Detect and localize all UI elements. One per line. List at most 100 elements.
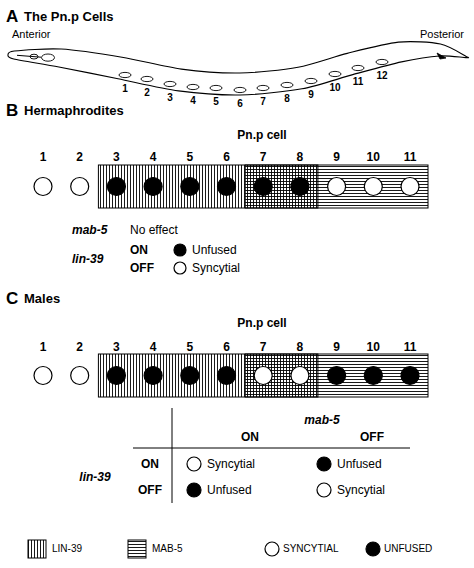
pnp-nucleus xyxy=(329,71,341,76)
cell-number: 5 xyxy=(213,97,219,107)
mab5-domain xyxy=(245,354,428,397)
panel-title: Males xyxy=(24,292,60,305)
mab5-domain-bg xyxy=(245,165,428,208)
cell-number: 1 xyxy=(40,341,47,353)
panel-letter: B xyxy=(6,102,18,119)
cell-number: 10 xyxy=(367,341,380,353)
syncytial-symbol xyxy=(174,262,186,274)
pnp-nucleus xyxy=(352,65,364,70)
cell-number: 3 xyxy=(113,341,120,353)
legend-label: UNFUSED xyxy=(384,544,432,554)
cell-number: 5 xyxy=(186,151,193,163)
pnp-cells xyxy=(119,59,388,92)
legend-swatch xyxy=(128,540,146,558)
cell-number: 7 xyxy=(260,97,266,107)
syncytial-symbol xyxy=(317,483,331,497)
direction-label: Anterior xyxy=(12,29,51,40)
cell-number: 7 xyxy=(260,341,267,353)
cell-number: 4 xyxy=(150,341,157,353)
unfused-symbol xyxy=(174,244,186,256)
cell-number: 7 xyxy=(260,151,267,163)
cell-row xyxy=(34,354,428,397)
cell-number: 2 xyxy=(144,88,150,98)
pnp-nucleus xyxy=(376,59,388,64)
legend xyxy=(28,540,380,558)
pnp-nucleus xyxy=(210,85,222,90)
cell-number: 5 xyxy=(186,341,193,353)
table-rule xyxy=(172,408,173,503)
cell-circle xyxy=(181,178,199,196)
cell-circle xyxy=(254,178,272,196)
axis-title: Pn.p cell xyxy=(237,129,286,141)
cell-circle xyxy=(107,367,125,385)
table-rule xyxy=(133,448,410,449)
cell-number: 10 xyxy=(329,83,340,93)
cell-number: 1 xyxy=(40,151,47,163)
cell-circle xyxy=(401,178,419,196)
cell-circle xyxy=(291,367,309,385)
panel-letter: C xyxy=(6,290,18,307)
cell-circle xyxy=(34,178,52,196)
cell-number: 6 xyxy=(223,151,230,163)
table-cell: Syncytial xyxy=(337,484,385,496)
pnp-nucleus xyxy=(305,78,317,83)
cell-circle xyxy=(401,367,419,385)
state-label: ON xyxy=(130,244,148,256)
panel-title: Hermaphrodites xyxy=(24,104,124,117)
cell-number: 9 xyxy=(308,90,314,100)
cell-circle xyxy=(144,178,162,196)
pnp-nucleus xyxy=(119,72,131,77)
fate-label: Unfused xyxy=(192,244,237,256)
cell-number: 8 xyxy=(297,341,304,353)
state-label: ON xyxy=(241,431,259,443)
legend-swatch xyxy=(128,540,146,558)
cell-number: 1 xyxy=(122,84,128,94)
cell-number: 2 xyxy=(76,341,83,353)
cell-number: 10 xyxy=(367,151,380,163)
lin39-domain-border xyxy=(98,165,318,208)
legend-swatch xyxy=(265,542,279,556)
cell-circle xyxy=(364,178,382,196)
cell-circle xyxy=(144,367,162,385)
cell-number: 6 xyxy=(237,99,243,109)
cell-number: 8 xyxy=(297,151,304,163)
cell-circle xyxy=(218,178,236,196)
cell-number: 11 xyxy=(404,151,417,163)
state-label: ON xyxy=(141,458,159,470)
cell-row xyxy=(34,165,428,208)
cell-circle xyxy=(291,178,309,196)
legend-swatch xyxy=(28,540,46,558)
gene-name: lin-39 xyxy=(72,253,103,265)
cell-circle xyxy=(364,367,382,385)
gene-name: lin-39 xyxy=(79,471,110,483)
legend-label: SYNCYTIAL xyxy=(283,544,339,554)
legend-label: LIN-39 xyxy=(52,544,82,554)
phenotype-note: No effect xyxy=(130,224,178,236)
cell-number: 2 xyxy=(76,151,83,163)
legend-label: MAB-5 xyxy=(152,544,183,554)
mab5-domain-bg xyxy=(245,354,428,397)
cell-number: 4 xyxy=(150,151,157,163)
syncytial-symbol xyxy=(187,457,201,471)
mab5-domain-border xyxy=(245,354,428,397)
pharynx-bulb xyxy=(30,54,38,59)
cell-number: 8 xyxy=(284,94,290,104)
cell-circle xyxy=(218,367,236,385)
unfused-symbol xyxy=(317,457,331,471)
legend-swatch xyxy=(366,542,380,556)
cell-circle xyxy=(107,178,125,196)
worm-body xyxy=(8,42,469,95)
pharynx-bulb xyxy=(42,54,55,61)
pnp-nucleus xyxy=(164,81,176,86)
cell-circle xyxy=(71,367,89,385)
cell-number: 4 xyxy=(190,96,196,106)
table-cell: Unfused xyxy=(207,484,252,496)
pnp-nucleus xyxy=(141,76,153,81)
anus-mark xyxy=(437,53,446,59)
panel-letter: A xyxy=(6,8,18,25)
table-cell: Syncytial xyxy=(207,458,255,470)
cell-number: 11 xyxy=(404,341,417,353)
